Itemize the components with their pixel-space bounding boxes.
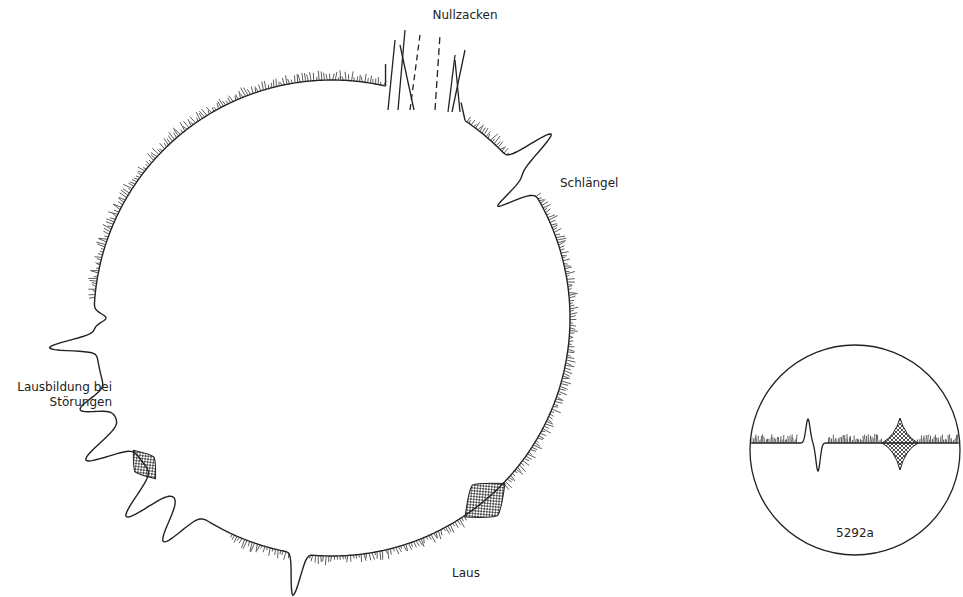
zero-spike: [400, 45, 414, 110]
zero-spikes: [388, 30, 465, 112]
louse-blob: [124, 443, 165, 486]
linear-trace: [748, 418, 962, 471]
noise-fuzz: [88, 70, 578, 565]
snake-label: Schlängel: [560, 176, 618, 191]
zero-spike: [455, 60, 460, 112]
stroke: [461, 103, 465, 121]
circular-trace: [50, 64, 579, 595]
screen-circle: [750, 345, 960, 555]
noise-fuzz: [750, 434, 962, 443]
louse-blob: [452, 468, 517, 532]
louse-label: Laus: [452, 566, 480, 581]
louse-blob: [882, 418, 918, 470]
zero-spike: [435, 35, 440, 110]
trace-line: [748, 419, 962, 471]
zero-spike: [452, 50, 465, 112]
spike-label: Nullzacken: [432, 8, 497, 23]
trace-line: [50, 80, 570, 595]
figure-number: 5292a: [836, 526, 874, 541]
interference-label: Lausbildung bei Störungen: [12, 380, 112, 410]
zero-spike: [398, 30, 405, 110]
zero-spike: [388, 40, 395, 110]
